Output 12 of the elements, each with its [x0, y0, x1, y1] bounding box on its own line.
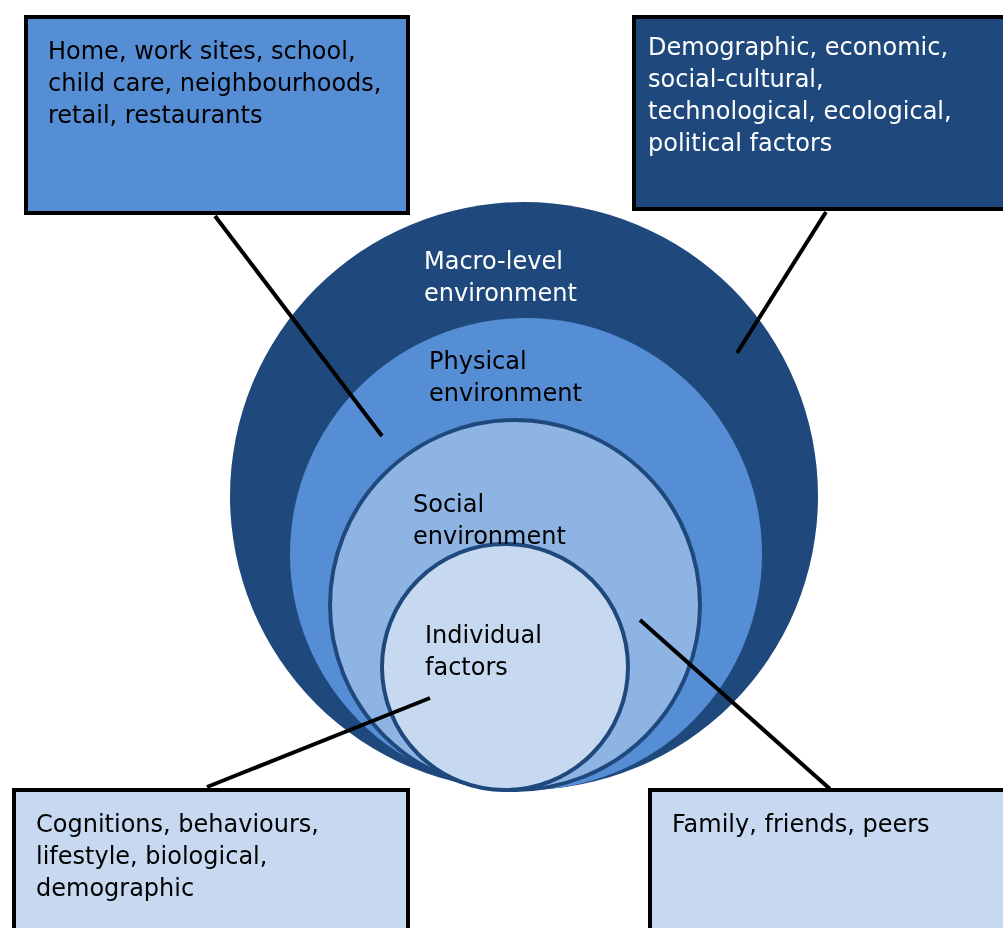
circle-label: Individual factors: [425, 620, 543, 683]
callout-box: Cognitions, behaviours, lifestyle, biological, demographic: [12, 788, 410, 928]
leader-line: [735, 210, 828, 355]
callout-box: Home, work sites, school, child care, neighbourhoods, retail, restaurants: [24, 15, 410, 215]
callout-box: Demographic, economic, social-cultural, technological, ecological, political factors: [632, 15, 1003, 211]
leader-line: [206, 696, 431, 789]
circle-label: Macro-level environment: [424, 246, 578, 309]
leader-line: [213, 214, 384, 438]
leader-line: [638, 618, 832, 791]
circle-label: Social environment: [413, 489, 567, 552]
circle-label: Physical environment: [429, 346, 583, 409]
callout-box: Family, friends, peers: [648, 788, 1003, 928]
